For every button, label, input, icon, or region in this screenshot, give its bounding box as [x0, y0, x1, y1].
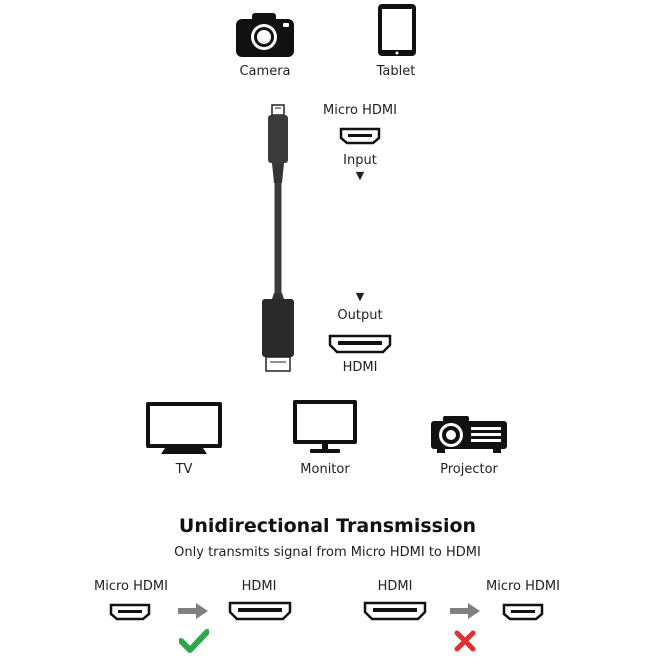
tv-label: TV — [175, 462, 193, 477]
example-1-micro-hdmi-port-icon — [109, 603, 151, 621]
example-2-from-label: HDMI — [377, 579, 413, 594]
output-label: Output — [337, 308, 383, 323]
monitor-label: Monitor — [300, 462, 350, 477]
example-1-from-label: Micro HDMI — [94, 579, 168, 594]
projector-icon — [429, 415, 509, 455]
tablet-label: Tablet — [376, 64, 416, 79]
example-2-to-label: Micro HDMI — [486, 579, 560, 594]
example-1-to-label: HDMI — [241, 579, 277, 594]
example-2-arrow-icon — [450, 603, 480, 623]
transmission-title: Unidirectional Transmission — [178, 515, 477, 537]
hdmi-port-icon — [328, 334, 392, 354]
example-2-hdmi-port-icon — [363, 601, 427, 621]
tablet-icon — [377, 3, 417, 57]
projector-label: Projector — [440, 462, 498, 477]
check-icon — [178, 629, 210, 657]
output-arrow-icon: ▼ — [355, 290, 365, 303]
cross-icon — [454, 630, 476, 656]
example-2-micro-hdmi-port-icon — [502, 603, 544, 621]
camera-icon — [236, 11, 294, 57]
output-connector-label: HDMI — [342, 360, 378, 375]
monitor-icon — [292, 399, 358, 455]
transmission-subtitle: Only transmits signal from Micro HDMI to… — [174, 545, 481, 560]
input-label: Input — [343, 153, 377, 168]
input-arrow-icon: ▼ — [355, 169, 365, 182]
input-connector-label: Micro HDMI — [323, 103, 397, 118]
example-1-hdmi-port-icon — [228, 601, 292, 621]
example-1-arrow-icon — [178, 603, 208, 623]
micro-hdmi-port-icon — [339, 127, 381, 145]
cable-illustration — [258, 103, 298, 379]
camera-label: Camera — [239, 64, 291, 79]
tv-icon — [145, 401, 223, 455]
